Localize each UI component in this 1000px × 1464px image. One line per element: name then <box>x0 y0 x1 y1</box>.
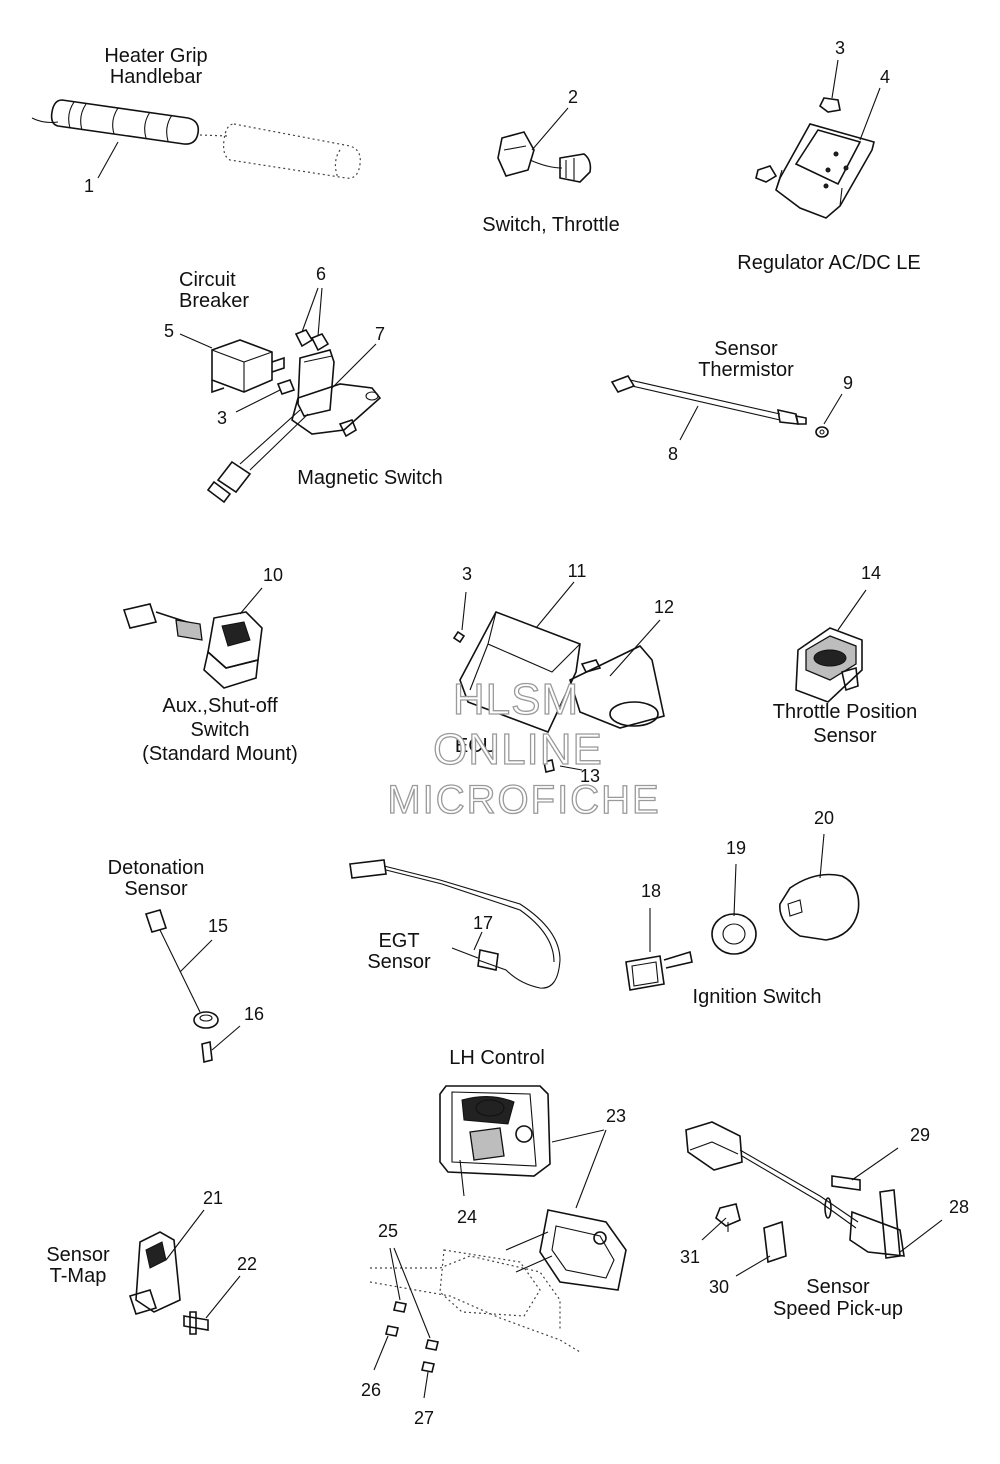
label-sensor-tmap: Sensor T-Map <box>46 1244 110 1287</box>
heater-grip-part[interactable] <box>31 99 361 179</box>
label-detonation-sensor: Detonation Sensor <box>107 857 205 900</box>
callout-number[interactable]: 31 <box>679 1247 701 1267</box>
callout-number[interactable]: 27 <box>413 1408 435 1428</box>
callout-number[interactable]: 1 <box>83 176 95 196</box>
callout-number[interactable]: 14 <box>860 563 882 583</box>
callout-number[interactable]: 16 <box>243 1004 265 1024</box>
callout-number[interactable]: 3 <box>461 564 473 584</box>
detonation-sensor-part[interactable] <box>144 909 219 1063</box>
callout-number[interactable]: 26 <box>360 1380 382 1400</box>
callout-number[interactable]: 6 <box>315 264 327 284</box>
circuit-breaker-part[interactable] <box>211 339 285 394</box>
callout-number[interactable]: 9 <box>842 373 854 393</box>
callout-number[interactable]: 25 <box>377 1221 399 1241</box>
callout-number[interactable]: 13 <box>579 766 601 786</box>
label-sensor-speed-pickup: Sensor Speed Pick-up <box>772 1276 904 1320</box>
callout-number[interactable]: 22 <box>236 1254 258 1274</box>
watermark-line-1: HLSM <box>452 675 580 724</box>
callout-number[interactable]: 12 <box>653 597 675 617</box>
callout-number[interactable]: 2 <box>567 87 579 107</box>
callout-number[interactable]: 8 <box>667 444 679 464</box>
callout-number[interactable]: 15 <box>207 916 229 936</box>
callout-number[interactable]: 23 <box>605 1106 627 1126</box>
ignition-switch-part[interactable] <box>625 873 860 991</box>
watermark-line-2: ONLINE <box>432 725 603 774</box>
callout-number[interactable]: 4 <box>879 67 891 87</box>
callout-number[interactable]: 7 <box>374 324 386 344</box>
sensor-thermistor-part[interactable] <box>610 375 829 438</box>
ecu-part[interactable] <box>452 611 665 773</box>
callout-number[interactable]: 20 <box>813 808 835 828</box>
throttle-position-sensor-part[interactable] <box>795 627 863 703</box>
throttle-switch-part[interactable] <box>497 131 592 183</box>
label-aux-shutoff-switch: Aux.,Shut-off Switch (Standard Mount) <box>142 695 298 765</box>
label-ignition-switch: Ignition Switch <box>692 986 822 1008</box>
aux-shutoff-switch-part[interactable] <box>122 603 263 689</box>
callout-number[interactable]: 29 <box>909 1125 931 1145</box>
label-egt-sensor: EGT Sensor <box>367 930 431 973</box>
callout-number[interactable]: 17 <box>472 913 494 933</box>
label-magnetic-switch: Magnetic Switch <box>297 467 443 489</box>
callout-number[interactable]: 19 <box>725 838 747 858</box>
callout-number[interactable]: 10 <box>262 565 284 585</box>
callout-number[interactable]: 30 <box>708 1277 730 1297</box>
magnetic-switch-part[interactable] <box>206 329 382 504</box>
label-switch-throttle: Switch, Throttle <box>482 214 620 236</box>
lh-control-part[interactable] <box>369 1085 627 1373</box>
label-ecu: ECU <box>454 735 498 757</box>
callout-number[interactable]: 24 <box>456 1207 478 1227</box>
callout-number[interactable]: 21 <box>202 1188 224 1208</box>
speed-pickup-sensor-part[interactable] <box>685 1121 905 1264</box>
label-lh-control: LH Control <box>449 1047 545 1069</box>
callout-number[interactable]: 3 <box>834 38 846 58</box>
watermark-line-3: MICROFICHE <box>387 777 661 822</box>
label-sensor-thermistor: Sensor Thermistor <box>698 338 794 381</box>
egt-sensor-part[interactable] <box>349 859 561 989</box>
label-circuit-breaker: Circuit Breaker <box>179 269 250 312</box>
label-regulator: Regulator AC/DC LE <box>737 252 921 274</box>
label-throttle-position-sensor: Throttle Position Sensor <box>772 701 918 747</box>
tmap-sensor-part[interactable] <box>128 1231 209 1335</box>
regulator-part[interactable] <box>755 97 875 219</box>
callout-number[interactable]: 28 <box>948 1197 970 1217</box>
callout-number[interactable]: 18 <box>640 881 662 901</box>
callout-number[interactable]: 11 <box>567 561 587 581</box>
label-heater-grip-handlebar: Heater Grip Handlebar <box>104 45 208 88</box>
callout-number[interactable]: 5 <box>163 321 175 341</box>
callout-number[interactable]: 3 <box>216 408 228 428</box>
